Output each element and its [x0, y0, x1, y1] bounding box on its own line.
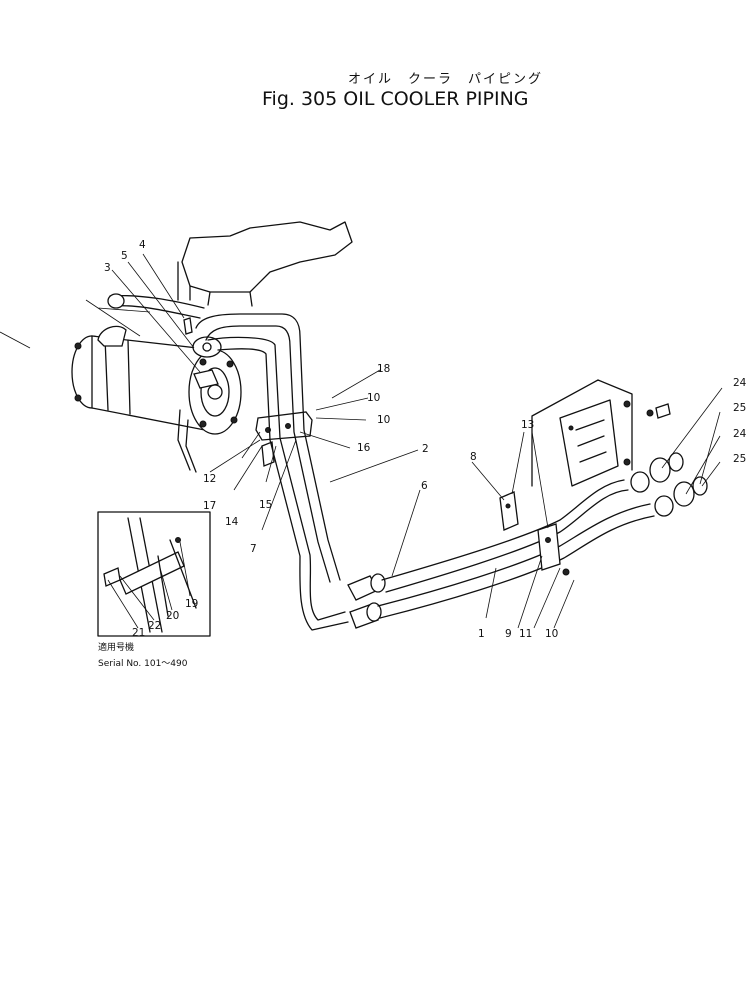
callout-22: 21	[132, 627, 145, 639]
clamp-9	[537, 523, 570, 576]
callout-10b: 10	[377, 414, 390, 426]
transmission-case	[531, 379, 633, 487]
figure-title: Fig. 305 OIL COOLER PIPING	[262, 88, 529, 110]
callout-11: 10	[545, 628, 558, 640]
figure-title-japanese: オイル クーラ パイピング	[348, 72, 544, 87]
callout-labels: 4 5 3 18 10 10 16 2 12 17 15 14 7 6 8 13…	[104, 239, 747, 640]
callout-18: 17	[203, 500, 216, 512]
callout-23: 22	[148, 620, 161, 632]
callout-12: 11	[519, 628, 532, 640]
hose-fitting-lower	[347, 573, 386, 629]
oil-cooler	[71, 325, 242, 473]
applicable-units-label: 適用号機	[98, 643, 135, 653]
callout-25b: 25	[733, 453, 746, 465]
callout-15: 14	[225, 516, 239, 528]
callout-17: 16	[357, 442, 371, 454]
callout-3: 3	[104, 262, 111, 274]
pipe-1	[207, 336, 349, 631]
callout-14: 13	[521, 419, 534, 431]
callout-4: 4	[139, 239, 146, 251]
callout-2: 2	[422, 443, 429, 455]
callout-24a: 24	[733, 377, 747, 389]
callout-10a: 10	[367, 392, 380, 404]
callout-19: 18	[377, 363, 390, 375]
callout-1: 1	[478, 628, 485, 640]
callout-21: 20	[166, 610, 179, 622]
inset-detail	[97, 511, 211, 637]
callout-8: 8	[470, 451, 477, 463]
flange	[183, 317, 222, 389]
callout-6: 6	[421, 480, 428, 492]
callout-5: 5	[121, 250, 128, 262]
callout-7: 7	[250, 543, 257, 555]
callout-16: 15	[259, 499, 272, 511]
callout-13: 12	[203, 473, 216, 485]
callout-24b: 24	[733, 428, 747, 440]
fittings-24-25	[630, 403, 708, 517]
callout-9: 9	[505, 628, 512, 640]
callout-25a: 25	[733, 402, 746, 414]
clamp-8	[499, 491, 519, 531]
serial-range-label: Serial No. 101～490	[98, 659, 188, 669]
callout-20: 19	[185, 598, 198, 610]
pipe-2	[195, 313, 341, 583]
leader-lines	[0, 253, 723, 629]
engine-block-outline	[177, 221, 353, 307]
